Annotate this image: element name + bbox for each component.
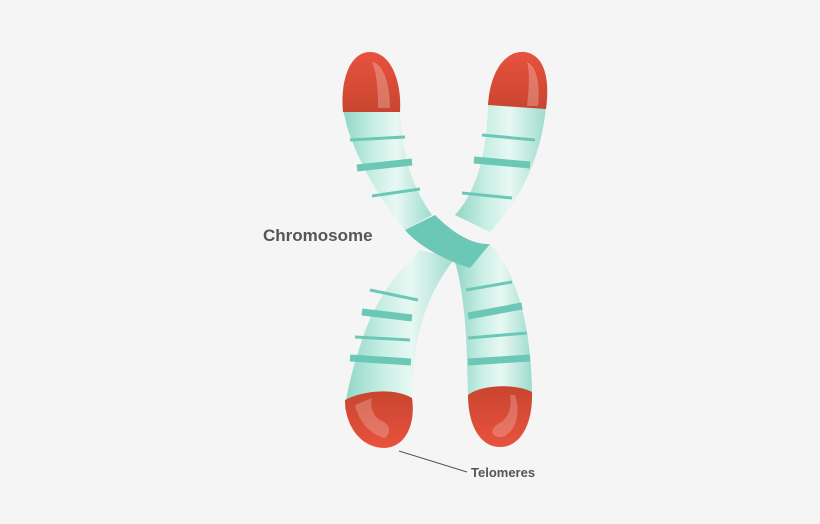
telomere-top-right xyxy=(488,51,548,109)
telomere-top-left xyxy=(342,52,401,112)
telomeres-label: Telomeres xyxy=(471,465,536,480)
telomeres-leader-line xyxy=(398,450,468,473)
chromatid-lower-right xyxy=(455,244,532,395)
telomere-bottom-left xyxy=(345,391,413,448)
chromatid-upper-left xyxy=(343,110,432,230)
chromosome-label: Chromosome xyxy=(263,226,373,245)
centromere-crossing xyxy=(405,215,490,268)
telomere-bottom-right xyxy=(468,386,533,447)
chromatid-lower-left xyxy=(345,250,455,410)
chromatid-upper-right xyxy=(455,105,546,232)
